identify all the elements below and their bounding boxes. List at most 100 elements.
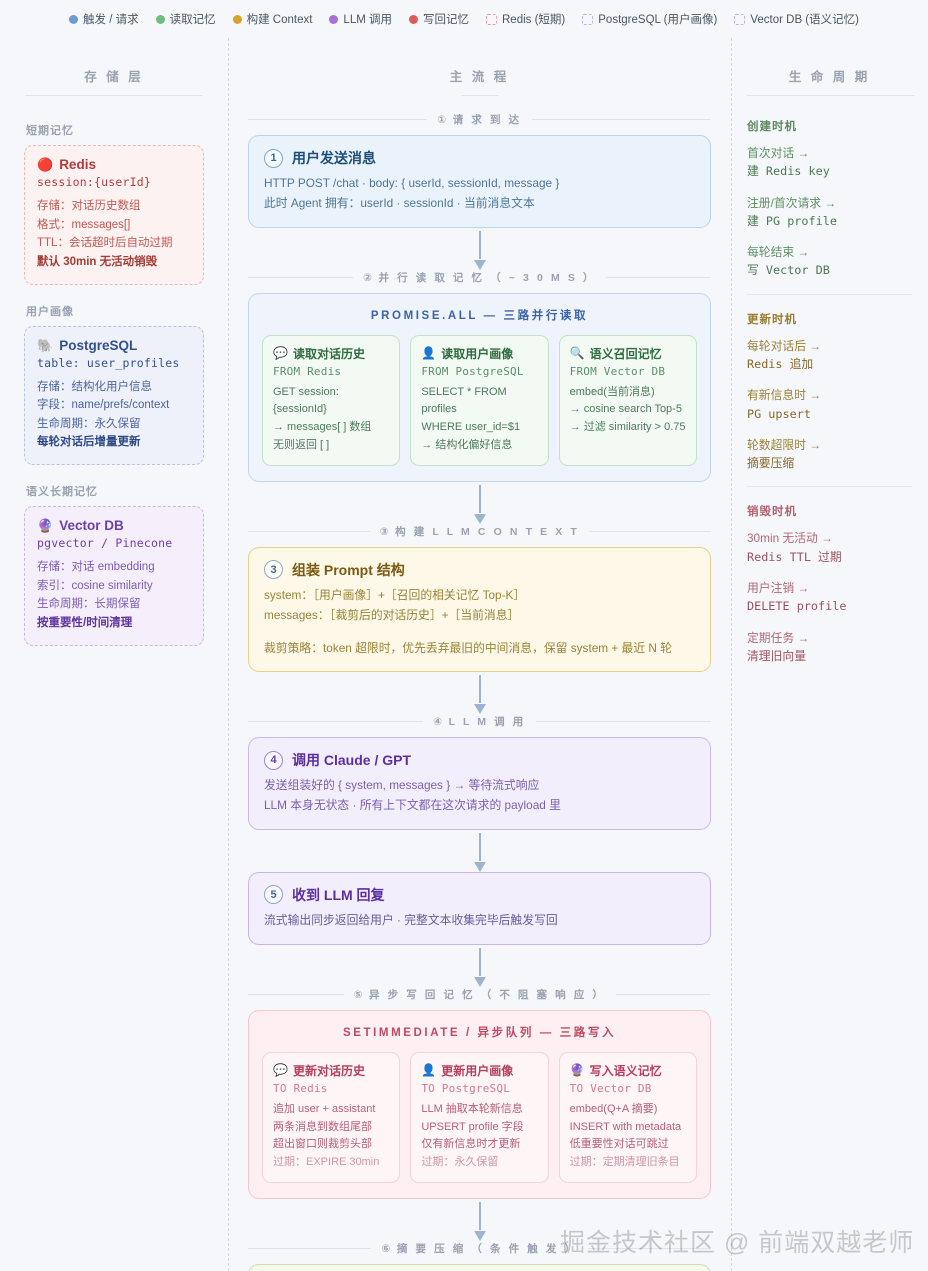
flow-step-line: system：［用户画像］+［召回的相关记忆 Top-K］ [264, 587, 526, 602]
parallel-card-line: LLM 抽取本轮新信息 [421, 1102, 523, 1115]
parallel-card-source: FROM Vector DB [569, 364, 666, 378]
flow-step-title: 组装 Prompt 结构 [292, 561, 405, 578]
legend-item: Vector DB (语义记忆) [734, 11, 859, 27]
legend-dot-icon [409, 14, 418, 24]
storage-card-line: 字段：name/prefs/context [37, 399, 170, 412]
connector-stem [478, 947, 481, 976]
parallel-card-source: TO Vector DB [569, 1081, 652, 1095]
database-icon: 🔴 [37, 157, 54, 172]
parallel-card-header: 🔮写入语义记忆 [570, 1062, 686, 1079]
column-divider-left [228, 38, 229, 1271]
parallel-card-title: 写入语义记忆 [589, 1063, 662, 1078]
flow-title-rule [460, 95, 499, 96]
lifecycle-trigger: 轮数超限时 → [747, 437, 822, 452]
parallel-card-source: TO Redis [273, 1081, 328, 1095]
lifecycle-pair: 用户注销 →DELETE profile [747, 579, 912, 616]
legend-item-label: 读取记忆 [169, 14, 216, 26]
legend-dot-icon [69, 14, 78, 24]
storage-card-header: 🔴Redis [37, 157, 191, 172]
lifecycle-pair: 注册/首次请求 →建 PG profile [747, 194, 912, 231]
storage-card-line: 索引：cosine similarity [37, 579, 153, 592]
stage-text: 并 行 读 取 记 忆 （ ~ 3 0 M S ） [378, 271, 597, 284]
lifecycle-trigger: 首次对话 → [747, 146, 810, 160]
connector-arrowhead [473, 259, 486, 270]
storage-card-line: TTL：会话超时后自动过期 [37, 237, 173, 250]
parallel-card-line: → 结构化偏好信息 [421, 439, 513, 452]
parallel-card-header: 👤读取用户画像 [421, 345, 537, 362]
legend-item-label: 构建 Context [246, 14, 313, 26]
lifecycle-pair: 每轮结束 →写 Vector DB [747, 243, 912, 280]
lifecycle-pair: 定期任务 → 清理旧向量 [747, 629, 912, 666]
stage-rule-line [248, 276, 353, 278]
lifecycle-pair: 每轮对话后 →Redis 追加 [747, 337, 912, 374]
stage-number: ⑥ [381, 1243, 393, 1255]
stage-number: ⑤ [353, 988, 365, 1001]
storage-group-label: 用户画像 [26, 305, 74, 318]
lifecycle-block-title: 更新时机 [747, 313, 797, 326]
legend-item-label: 写回记忆 [423, 14, 469, 26]
parallel-card-source: FROM PostgreSQL [421, 364, 524, 378]
parallel-card-line: 超出窗口则裁剪头部 [273, 1138, 372, 1151]
flow-connector-arrow [248, 482, 711, 524]
parallel-card-line: → cosine search Top-5 [569, 403, 682, 416]
flow-connector-arrow [248, 672, 711, 715]
storage-card-line: 按重要性/时间清理 [37, 616, 133, 629]
flow-step-line: 此时 Agent 拥有：userId · sessionId · 当前消息文本 [264, 195, 535, 210]
storage-column-title: 存 储 层 [84, 70, 144, 84]
storage-card-line: 存储：对话 embedding [37, 561, 155, 573]
lifecycle-action: DELETE profile [747, 599, 847, 614]
legend-dashed-box-icon [486, 13, 497, 25]
storage-card-header: 🐘PostgreSQL [37, 338, 191, 353]
lifecycle-trigger: 定期任务 → [747, 630, 810, 645]
storage-card-name: PostgreSQL [59, 337, 138, 353]
parallel-card-line: embed(Q+A 摘要) [569, 1102, 658, 1115]
parallel-card-line: UPSERT profile 字段 [421, 1120, 524, 1133]
step-number-badge: 4 [264, 750, 283, 770]
parallel-card-line: GET session:{sessionId} [273, 385, 339, 416]
storage-card-name: Vector DB [59, 518, 124, 533]
legend-item: 构建 Context [232, 11, 313, 27]
parallel-card-line: 低重要性对话可跳过 [569, 1138, 669, 1151]
parallel-card-line: 追加 user + assistant [273, 1102, 376, 1115]
flow-step-line: HTTP POST /chat · body: { userId, sessio… [264, 176, 560, 190]
lifecycle-trigger: 有新信息时 → [747, 388, 822, 403]
legend-item-label: Redis (短期) [502, 14, 566, 26]
storage-card-line: 每轮对话后增量更新 [37, 436, 141, 449]
flow-step-line: LLM 本身无状态 · 所有上下文都在这次请求的 payload 里 [264, 798, 561, 813]
database-icon: 🔮 [37, 518, 54, 533]
lifecycle-action: 建 Redis key [747, 164, 830, 179]
lifecycle-action: 写 Vector DB [747, 263, 830, 278]
parallel-card-header: 💬 更新对话历史 [273, 1062, 389, 1079]
parallel-card-icon: 💬 [273, 1063, 288, 1078]
stage-number: ① [437, 114, 449, 126]
parallel-card-title: 更新用户画像 [441, 1063, 514, 1078]
legend-dot-icon [232, 14, 242, 24]
lifecycle-action: 清理旧向量 [747, 648, 806, 663]
legend-item: Redis (短期) [486, 11, 565, 27]
parallel-group-heading: PROMISE.ALL — 三路并行读取 [370, 309, 589, 322]
stage-rule-line [531, 119, 712, 120]
parallel-card-line: embed(当前消息) [569, 385, 655, 398]
flow-step-line: 流式输出同步返回给用户 · 完整文本收集完毕后触发写回 [264, 912, 558, 927]
legend-item: LLM 调用 [329, 11, 392, 27]
parallel-card-title: 更新对话历史 [292, 1063, 365, 1078]
lifecycle-action: Redis 追加 [747, 356, 814, 371]
connector-arrowhead [473, 976, 486, 987]
legend-item: 写回记忆 [409, 11, 469, 27]
